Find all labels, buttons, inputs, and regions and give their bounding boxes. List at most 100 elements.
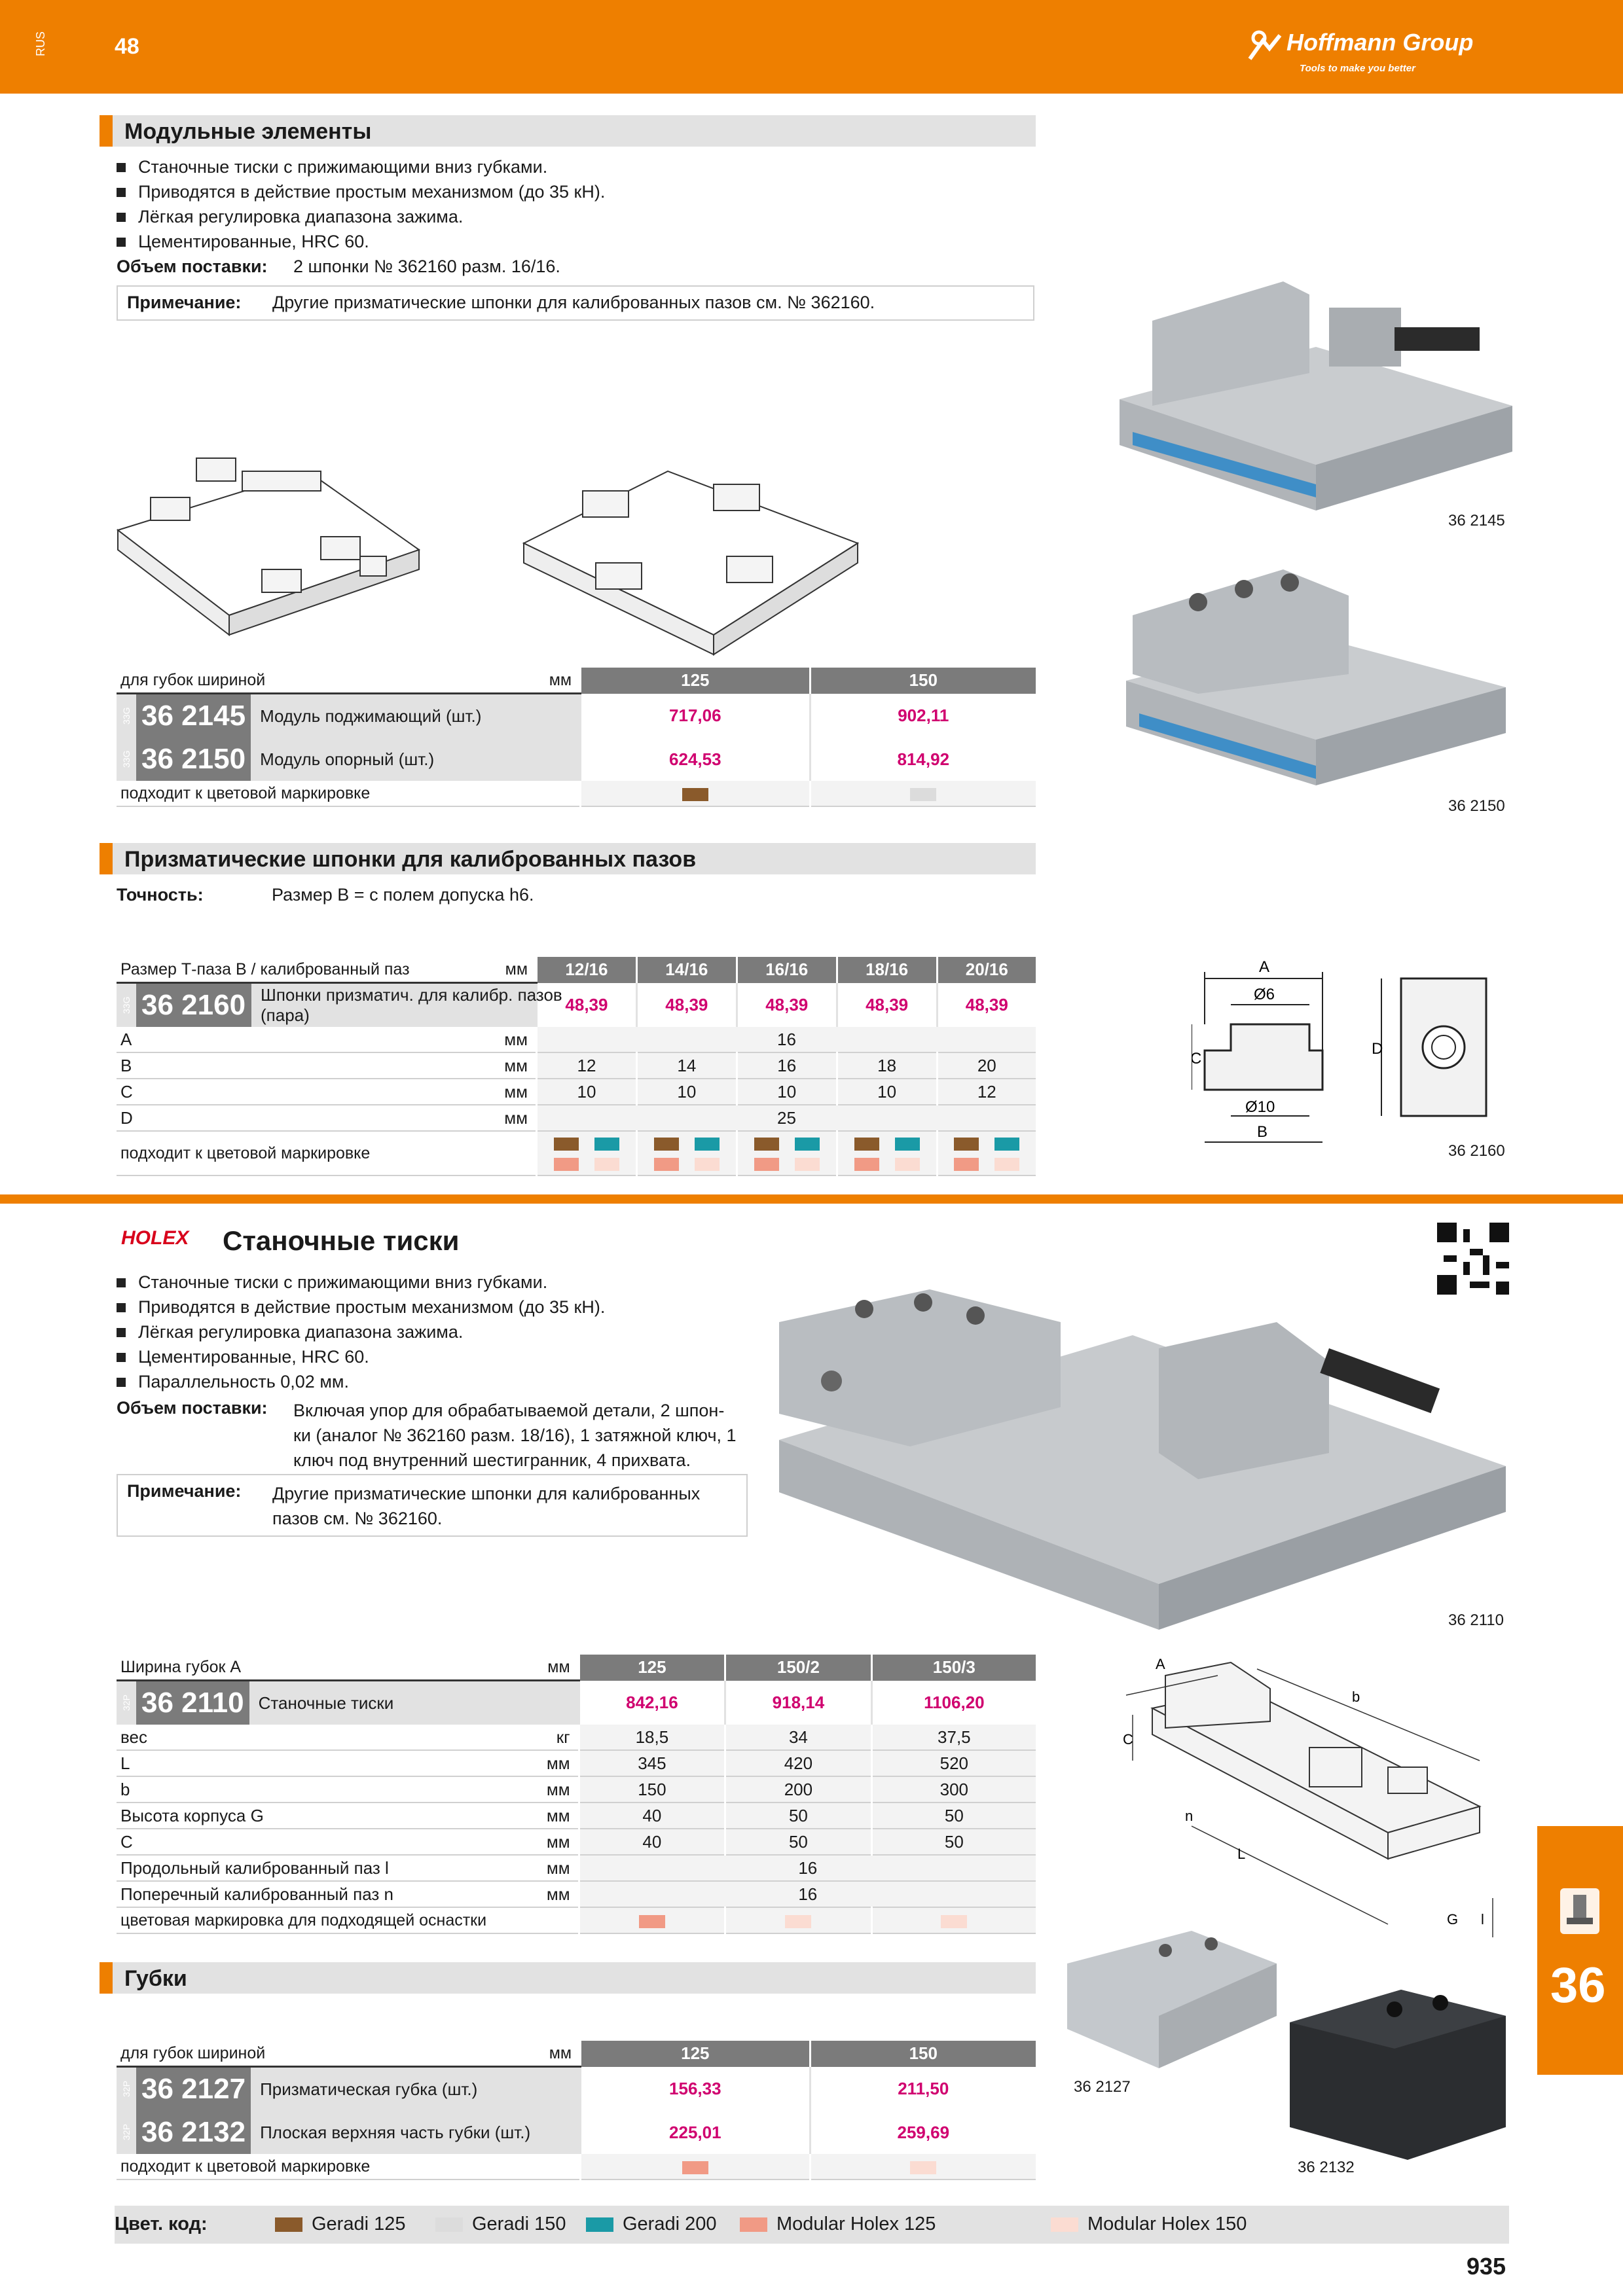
article-number[interactable]: 36 2150: [136, 738, 251, 781]
table-header-unit: мм: [456, 668, 581, 694]
tool-holder-icon: [1560, 1888, 1599, 1934]
spec-value: 14: [635, 1052, 737, 1079]
spec-label: A: [117, 1027, 475, 1053]
legend-label: Цвет. код:: [115, 2214, 208, 2234]
spec-value: 10: [536, 1079, 637, 1105]
list-item: Приводятся в действие простым механизмом…: [117, 179, 605, 204]
table-header-unit: мм: [456, 2041, 581, 2068]
modular-support-photo: [1126, 569, 1506, 785]
feature-list-vises: Станочные тиски с прижимающими вниз губк…: [117, 1270, 605, 1394]
column-header: 14/16: [635, 957, 737, 983]
dim-label: D: [1372, 1040, 1383, 1058]
price: 156,33: [579, 2066, 811, 2111]
spec-value: 50: [724, 1829, 872, 1856]
color-code-label: цветовая маркировка для подходящей оснас…: [117, 1907, 579, 1934]
section-title-vises: Станочные тиски: [223, 1225, 460, 1256]
table-row: A мм 16: [117, 1027, 1036, 1053]
image-caption: 36 2127: [1074, 2078, 1131, 2096]
spec-value: 345: [577, 1750, 725, 1777]
product-name-suffix: (пара): [261, 1005, 310, 1025]
color-swatch: [682, 787, 708, 801]
spec-value: 16: [577, 1855, 1036, 1882]
article-number[interactable]: 36 2132: [136, 2111, 251, 2154]
price: 48,39: [936, 982, 1036, 1027]
spec-value: 16: [735, 1052, 837, 1079]
product-name: Модуль опорный (шт.): [251, 738, 457, 781]
table-row: цветовая маркировка для подходящей оснас…: [117, 1907, 1036, 1934]
image-caption: 36 2145: [1448, 512, 1505, 529]
spec-value: 18,5: [577, 1725, 725, 1751]
article-number[interactable]: 36 2160: [136, 984, 251, 1027]
qr-code-icon[interactable]: [1437, 1223, 1509, 1295]
catalog-prefix: 33G: [121, 996, 132, 1014]
modular-layout-drawing-1: [116, 457, 421, 637]
spec-value: 300: [870, 1776, 1036, 1803]
brand-tagline: Tools to make you better: [1300, 63, 1415, 74]
table-row: подходит к цветовой маркировке: [117, 1131, 1036, 1176]
table-row: вес кг 18,5 34 37,5: [117, 1725, 1036, 1751]
dim-label: n: [1185, 1808, 1193, 1824]
price: 48,39: [635, 982, 737, 1027]
price: 48,39: [835, 982, 938, 1027]
catalog-prefix: 32P: [121, 2124, 132, 2141]
list-item: Лёгкая регулировка диапазона зажима.: [117, 1319, 605, 1344]
spec-value: 50: [870, 1803, 1036, 1829]
hoffmann-logo-icon: [1248, 30, 1282, 60]
table-header-unit: мм: [454, 1655, 579, 1681]
legend-item-label: Modular Holex 125: [776, 2214, 936, 2234]
dim-label: A: [1259, 958, 1269, 976]
note-label: Примечание:: [127, 1481, 242, 1501]
image-caption: 36 2150: [1448, 797, 1505, 815]
dim-label: C: [1123, 1731, 1133, 1748]
section-header-keys: Призматические шпонки для калиброванных …: [100, 843, 1036, 874]
spec-value: 420: [724, 1750, 872, 1777]
price: 918,14: [724, 1680, 872, 1725]
chapter-tab[interactable]: 36: [1537, 1826, 1623, 2075]
list-item: Параллельность 0,02 мм.: [117, 1369, 605, 1394]
color-swatch: [682, 2161, 708, 2174]
spec-label: Продольный калиброванный паз l: [117, 1855, 455, 1882]
price: 624,53: [579, 738, 811, 781]
accuracy-text: Размер В = с полем допуска h6.: [272, 885, 534, 905]
price: 814,92: [809, 738, 1036, 781]
table-header-unit: мм: [474, 957, 537, 984]
spec-value: 40: [577, 1803, 725, 1829]
table-header-label: Ширина губок А: [117, 1655, 455, 1681]
table-row: D мм 25: [117, 1105, 1036, 1132]
table-row: C мм 10 10 10 10 12: [117, 1079, 1036, 1105]
legend-item-label: Modular Holex 150: [1087, 2214, 1247, 2234]
list-item: Приводятся в действие простым механизмом…: [117, 1295, 605, 1319]
list-item: Цементированные, HRC 60.: [117, 229, 605, 254]
spec-value: 10: [835, 1079, 938, 1105]
table-header-label: для губок шириной: [117, 2041, 457, 2068]
spec-unit: мм: [474, 1027, 537, 1053]
supply-label: Объем поставки:: [117, 257, 268, 276]
article-number[interactable]: 36 2145: [136, 694, 251, 738]
feature-list-modular: Станочные тиски с прижимающими вниз губк…: [117, 154, 605, 254]
article-number[interactable]: 36 2127: [136, 2068, 251, 2111]
legend-swatch: [1051, 2217, 1078, 2232]
dim-label: A: [1156, 1656, 1165, 1672]
spec-value: 40: [577, 1829, 725, 1856]
color-swatch: [910, 2161, 937, 2174]
price: 48,39: [735, 982, 837, 1027]
list-item: Станочные тиски с прижимающими вниз губк…: [117, 1270, 605, 1295]
section-header-jaws: Губки: [100, 1962, 1036, 1994]
spec-label: D: [117, 1105, 475, 1132]
product-name: Плоская верхняя часть губки (шт.): [251, 2111, 530, 2154]
list-item: Лёгкая регулировка диапазона зажима.: [117, 204, 605, 229]
article-number[interactable]: 36 2110: [136, 1681, 249, 1725]
table-row: B мм 12 14 16 18 20: [117, 1052, 1036, 1079]
dim-label: B: [1257, 1123, 1267, 1141]
spec-value: 150: [577, 1776, 725, 1803]
color-code-label: подходит к цветовой маркировке: [117, 2154, 581, 2180]
spec-label: Поперечный калиброванный паз n: [117, 1881, 455, 1908]
spec-value: 25: [536, 1105, 1036, 1132]
color-code-legend: Цвет. код: Geradi 125 Geradi 150 Geradi …: [115, 2206, 1509, 2244]
image-caption: 36 2160: [1448, 1142, 1505, 1160]
spec-unit: мм: [474, 1052, 537, 1079]
price: 1106,20: [870, 1680, 1036, 1725]
